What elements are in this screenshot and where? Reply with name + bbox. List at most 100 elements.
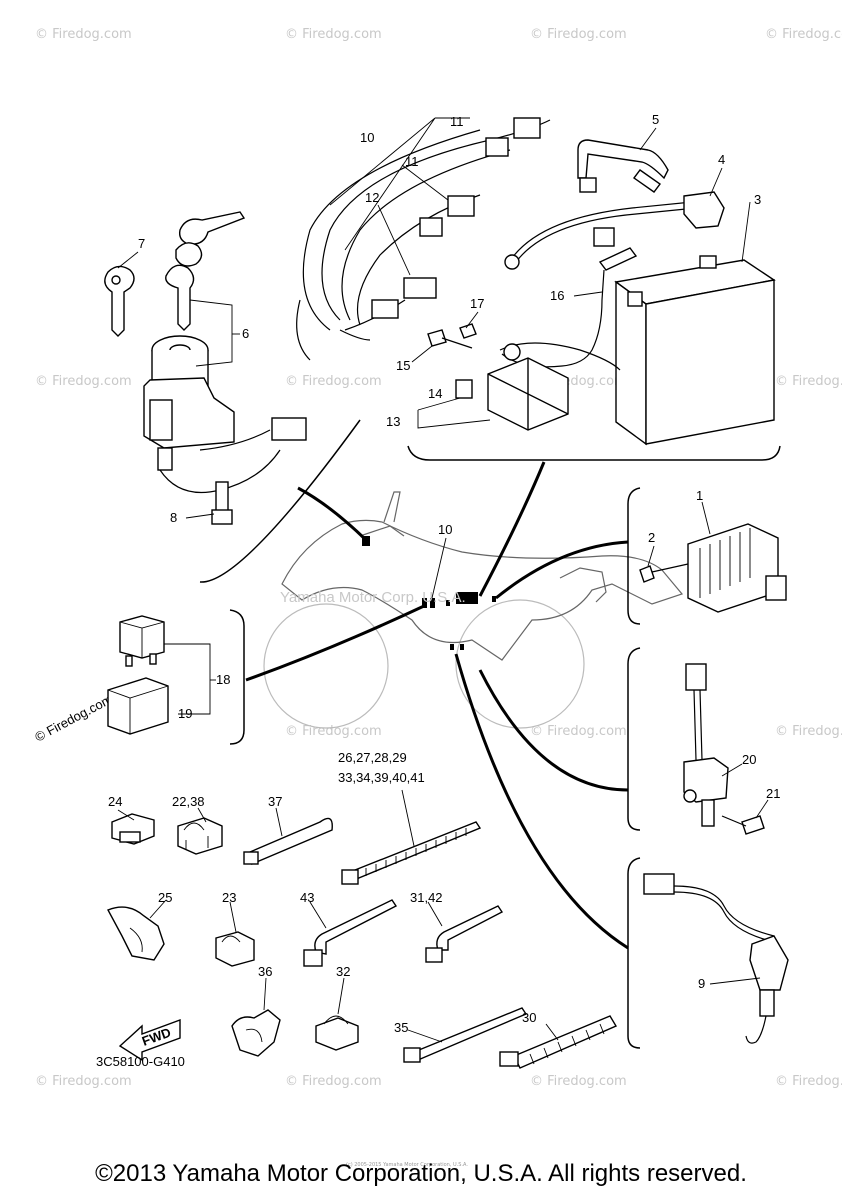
watermark: © Firedog.com	[530, 27, 627, 42]
cable-tie-icon	[436, 905, 504, 951]
callout-5: 5	[652, 112, 659, 127]
connector-icon	[419, 217, 443, 237]
harness-wire	[321, 119, 551, 321]
leader-line	[401, 789, 415, 847]
terminal-boot	[683, 191, 725, 229]
callout-2: 2	[648, 530, 655, 545]
ignition-clip	[157, 447, 173, 471]
callout-11: 11	[405, 154, 419, 169]
leader-line	[185, 513, 215, 519]
fwd-arrow-icon	[118, 1018, 181, 1062]
callout-21: 21	[766, 786, 780, 801]
diagram-code: 3C58100-G410	[96, 1054, 185, 1069]
watermark: © Firedog.com	[530, 724, 627, 739]
callout-bracket	[164, 643, 211, 715]
rectifier-connector	[765, 575, 787, 601]
leader-line	[117, 809, 135, 821]
callout-12: 12	[365, 190, 379, 205]
link-line	[245, 604, 425, 682]
wire-harness-group	[296, 117, 551, 361]
bolt-icon	[639, 565, 655, 583]
main-switch-group	[104, 211, 307, 525]
callout-19: 19	[178, 706, 192, 721]
frame-outline	[281, 519, 684, 661]
callout-20: 20	[742, 752, 756, 767]
leader-line	[741, 201, 751, 263]
leader-line	[149, 899, 167, 919]
key-ring-icon	[175, 242, 203, 267]
connector-marker	[456, 592, 478, 604]
leader-line	[263, 977, 267, 1011]
tie-head	[303, 949, 323, 967]
group-bracket	[627, 647, 641, 831]
group-bracket	[229, 609, 245, 745]
key-icon	[165, 264, 195, 331]
callout-bracket	[189, 299, 233, 367]
plug-wire	[673, 891, 775, 943]
rectifier-body	[687, 523, 779, 613]
front-wheel	[263, 603, 389, 729]
rectifier-group	[639, 501, 787, 613]
harness-wire	[296, 299, 311, 361]
watermark: © Firedog.com	[285, 374, 382, 389]
leader-line	[573, 291, 603, 297]
tail-outline	[559, 567, 607, 603]
callout-9: 9	[698, 976, 705, 991]
band-hook	[579, 177, 597, 193]
rear-wheel	[455, 599, 585, 729]
bolt-icon	[741, 815, 765, 835]
callout-24: 24	[108, 794, 122, 809]
connector-icon	[371, 299, 399, 319]
connector-icon	[447, 195, 475, 217]
plug-connector	[643, 873, 675, 895]
band-hook	[633, 169, 661, 193]
leader-line	[377, 204, 411, 276]
plug-wire	[673, 885, 775, 937]
terminal-cover	[593, 227, 615, 247]
key-icon	[104, 265, 135, 337]
watermark: © Firedog.com	[285, 27, 382, 42]
tie-teeth	[365, 828, 467, 876]
clip-icon	[177, 817, 223, 855]
callout-25: 25	[158, 890, 172, 905]
callout-30: 30	[522, 1010, 536, 1025]
connector-marker	[460, 644, 464, 650]
bolt-icon	[427, 329, 447, 347]
relay-terminal	[503, 343, 521, 361]
relay-pin	[125, 655, 133, 667]
callout-18: 18	[216, 672, 230, 687]
watermark: © Firedog.com	[35, 1074, 132, 1089]
callout-33-41: 33,34,39,40,41	[338, 770, 425, 785]
watermark-dark: © Firedog.com	[32, 691, 114, 744]
fuse-icon	[455, 379, 473, 399]
group-bracket	[407, 445, 781, 461]
terminal-ring	[504, 254, 520, 270]
watermark: © Firedog.com	[285, 1074, 382, 1089]
callout-bracket	[417, 397, 491, 429]
connector-marker	[430, 598, 435, 608]
leader-line	[701, 501, 711, 535]
connector-marker	[446, 600, 450, 606]
leader-line	[117, 251, 139, 269]
clip-edges	[129, 927, 143, 953]
callout-1: 1	[696, 488, 703, 503]
plug-cap-group	[643, 873, 789, 1044]
bolt-icon	[459, 323, 477, 339]
leader-line	[411, 345, 433, 363]
callout-7: 7	[138, 236, 145, 251]
relay-wire	[499, 342, 621, 371]
lead-boot	[598, 247, 638, 271]
leader-line	[545, 1023, 559, 1041]
link-line	[478, 669, 629, 792]
handlebar-outline	[359, 491, 405, 537]
group-bracket	[199, 419, 361, 583]
switch-body	[683, 757, 729, 803]
switch-connector	[685, 663, 707, 691]
leader-line	[407, 1029, 443, 1043]
callout-8: 8	[170, 510, 177, 525]
relay-socket	[107, 677, 169, 735]
callout-17: 17	[470, 296, 484, 311]
clip-icon	[215, 931, 255, 967]
link-line	[454, 653, 629, 950]
cable-tie-icon	[249, 817, 333, 865]
